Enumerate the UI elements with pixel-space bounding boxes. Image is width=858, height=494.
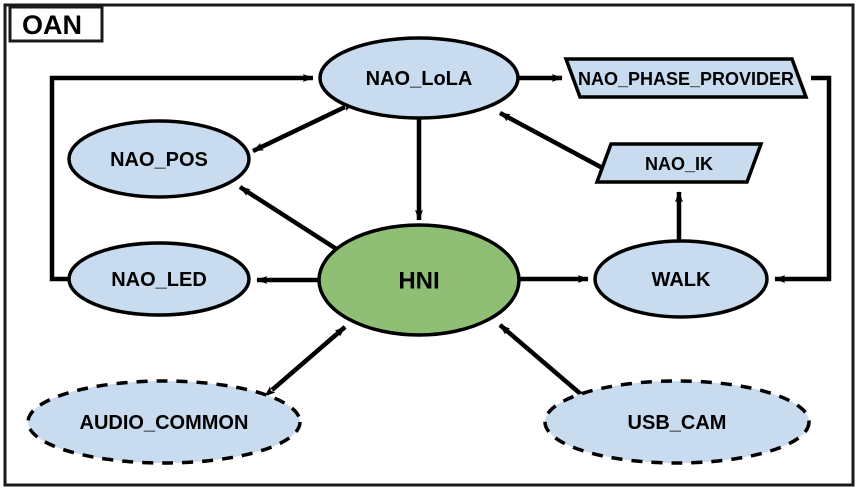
node-audio-common[interactable]: AUDIO_COMMON xyxy=(26,379,302,465)
node-nao-ik[interactable]: NAO_IK xyxy=(594,142,764,184)
edge-nao-ik-to-nao-lola xyxy=(498,111,612,174)
edge-hni-to-nao-pos xyxy=(238,185,340,252)
edge-nao-lola-nao-pos xyxy=(252,102,355,154)
edge-nao-led-to-nao-lola xyxy=(49,74,314,282)
page-title: OAN xyxy=(22,10,82,40)
edge-nao-phase-provider-to-walk xyxy=(774,75,832,283)
node-walk[interactable]: WALK xyxy=(593,239,769,319)
node-nao-led[interactable]: NAO_LED xyxy=(67,241,251,317)
node-nao-phase-provider[interactable]: NAO_PHASE_PROVIDER xyxy=(563,57,809,99)
edge-usb-cam-to-hni xyxy=(498,323,585,398)
edge-audio-common-hni xyxy=(264,325,347,397)
node-usb-cam[interactable]: USB_CAM xyxy=(543,379,811,465)
node-nao-pos[interactable]: NAO_POS xyxy=(67,119,251,199)
node-nao-lola[interactable]: NAO_LoLA xyxy=(318,36,520,120)
diagram-title-box: OAN xyxy=(8,5,104,43)
node-hni[interactable]: HNI xyxy=(317,223,521,337)
